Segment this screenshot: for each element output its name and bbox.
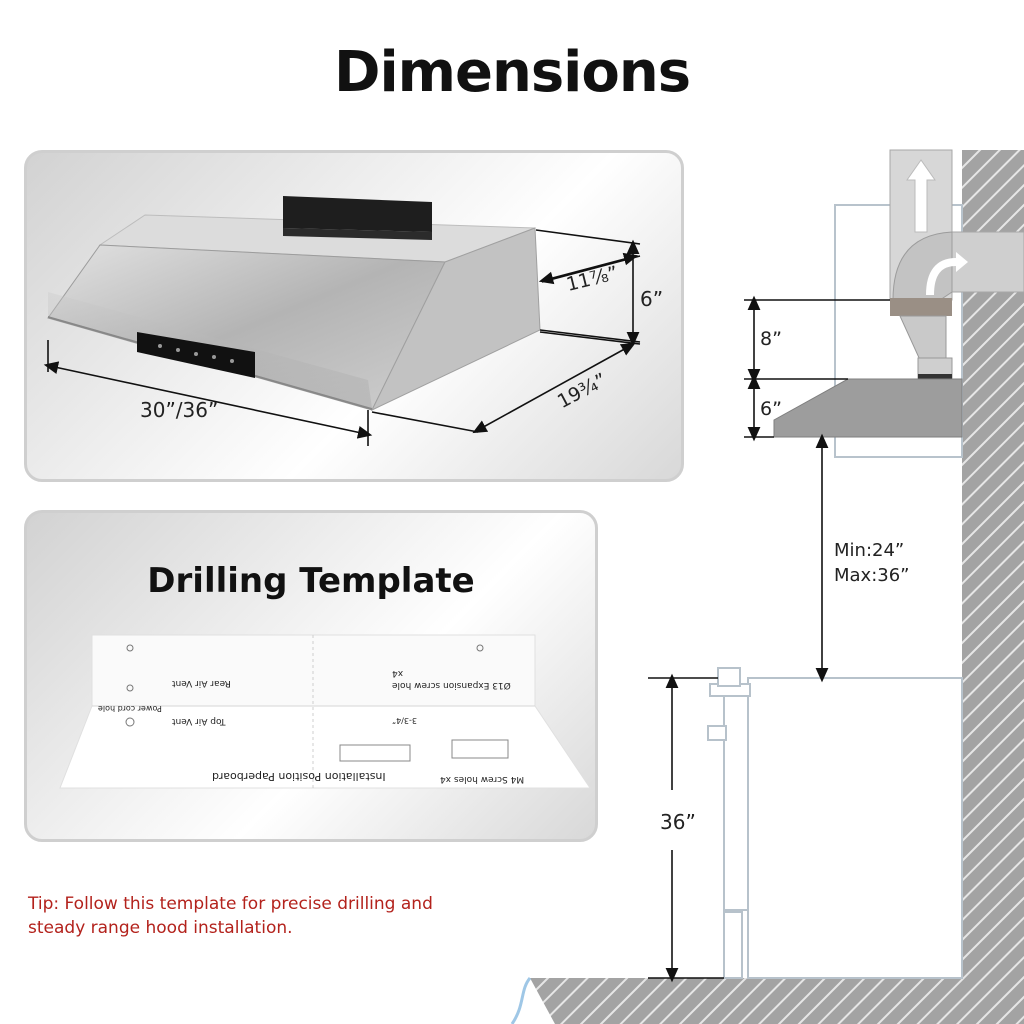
page-title: Dimensions: [333, 40, 691, 105]
hood-height-label: 6”: [760, 398, 782, 420]
wall-hatch: [510, 150, 1024, 1024]
clearance-max-label: Max:36”: [834, 565, 910, 586]
duct: [889, 149, 1024, 381]
drilling-template-title: Drilling Template: [147, 561, 475, 601]
paper-text-expansion: Ø13 Expansion screw hole: [392, 680, 511, 690]
paper-text-screw-holes: M4 Screw holes x4: [440, 774, 525, 784]
paper-text-measure: 3-3/4”: [392, 716, 417, 725]
width-label: 30”/36”: [140, 398, 219, 422]
range-hood-illustration: [47, 196, 541, 412]
duct-height-label: 8”: [760, 328, 782, 350]
clearance-min-label: Min:24”: [834, 540, 905, 561]
paper-text-x4: x4: [392, 668, 404, 678]
hood-side-profile: [773, 378, 963, 438]
tip-text: Tip: Follow this template for precise dr…: [28, 894, 433, 938]
hood-dimension-lines: [43, 229, 641, 446]
install-dimension-lines: [648, 295, 890, 983]
paper-text-power-cord: Power cord hole: [98, 704, 162, 713]
paper-text-title: Installation Position Paperboard: [212, 770, 386, 783]
counter-height-label: 36”: [660, 810, 696, 834]
template-paper: [59, 634, 591, 789]
height-label: 6”: [640, 287, 664, 311]
paper-text-rear-vent: Rear Air Vent: [172, 678, 231, 688]
paper-text-top-vent: Top Air Vent: [172, 716, 226, 726]
range-stove: [707, 667, 963, 979]
